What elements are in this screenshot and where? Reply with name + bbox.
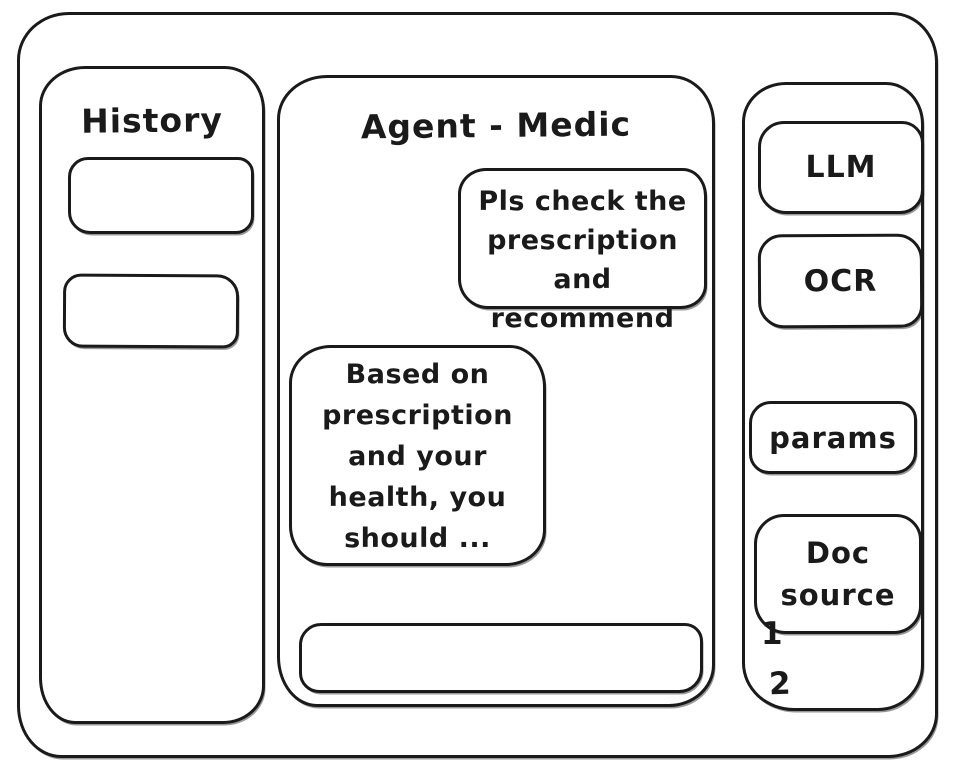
app-frame: History Agent - Medic Pls check the pres… [17,12,938,758]
chat-panel-title: Agent - Medic [360,104,632,147]
history-item[interactable] [68,157,254,234]
step-annotation-1: 1 [761,616,783,652]
history-panel: History [39,66,265,724]
history-panel-title: History [80,100,224,141]
params-button[interactable]: params [749,401,917,474]
llm-button[interactable]: LLM [758,121,924,214]
message-input[interactable] [299,623,703,693]
tools-panel: LLM OCR params Doc source 1 2 [742,82,924,711]
doc-source-button[interactable]: Doc source [754,514,922,634]
history-item[interactable] [62,273,240,349]
user-message-bubble: Pls check the prescription and recommend [458,168,707,334]
chat-panel: Agent - Medic Pls check the prescription… [277,75,715,707]
ocr-button[interactable]: OCR [757,233,924,329]
assistant-message-bubble: Based on prescription and your health, y… [289,345,546,566]
step-annotation-2: 2 [768,665,792,703]
